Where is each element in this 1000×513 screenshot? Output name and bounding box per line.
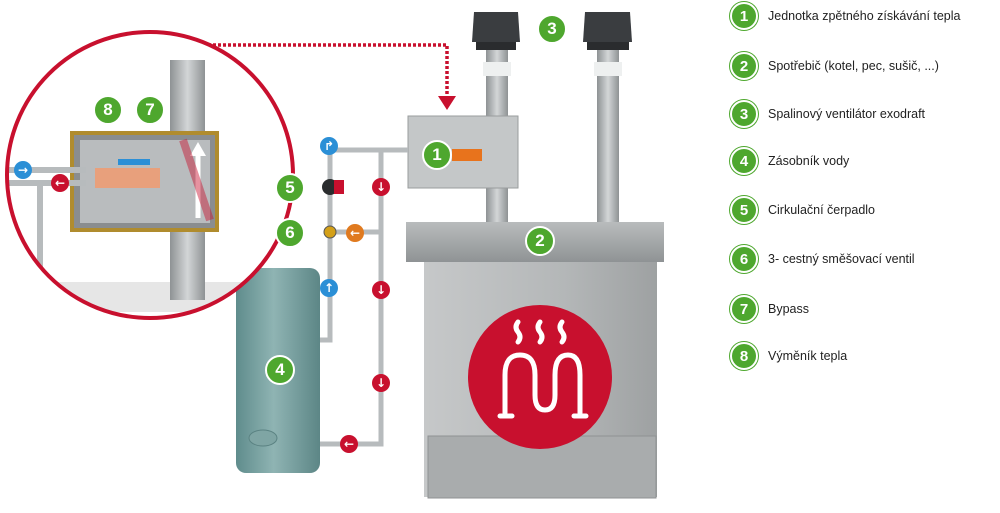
legend-item: 5 Cirkulační čerpadlo [730,195,875,225]
legend-item: 4 Zásobník vody [730,146,849,176]
exodraft-fan-right [583,12,632,42]
flow-arrow-glyph: ← [344,437,354,451]
legend-label: 3- cestný směšovací ventil [768,252,915,266]
unit-actuator [452,149,482,161]
flow-arrow-icon [372,178,390,196]
flow-arrow-glyph: ↓ [376,180,386,194]
legend-item: 2 Spotřebič (kotel, pec, sušič, ...) [730,51,939,81]
legend-number: 4 [730,147,758,175]
legend-number: 5 [730,196,758,224]
radiator-heating-icon [497,319,589,419]
legend-number: 3 [730,100,758,128]
legend-item: 7 Bypass [730,294,809,324]
legend: 1 Jednotka zpětného získávání tepla 2 Sp… [730,0,1000,380]
flow-arrow-glyph: → [18,163,28,177]
flow-arrow-icon [372,281,390,299]
badge-appliance: 2 [525,226,555,256]
legend-number: 6 [730,245,758,273]
pump-motor [334,180,344,194]
tank-port [248,429,278,447]
legend-item: 1 Jednotka zpětného získávání tepla [730,1,961,31]
flow-arrow-glyph: ↓ [376,376,386,390]
flow-arrow-icon [372,374,390,392]
mixing-valve [323,225,337,239]
legend-label: Spotřebič (kotel, pec, sušič, ...) [768,59,939,73]
flue-pipe-right [597,40,619,222]
exodraft-fan-left [472,12,520,42]
badge-bypass: 7 [135,95,165,125]
badge-exodraft-fan: 3 [537,14,567,44]
badge-mixing-valve: 6 [275,218,305,248]
heat-exchanger-detail: → ← [5,30,295,320]
legend-item: 3 Spalinový ventilátor exodraft [730,99,925,129]
flue-collar-right [594,62,622,76]
flue-collar-left [483,62,511,76]
legend-number: 8 [730,342,758,370]
fan-base-right [587,42,629,50]
flow-arrow-icon [346,224,364,242]
flow-arrow-glyph: ← [55,176,65,190]
flow-arrow-glyph: ↓ [376,283,386,297]
badge-heat-recovery-unit: 1 [422,140,452,170]
legend-label: Bypass [768,302,809,316]
signal-arrowhead [438,96,456,110]
flow-arrow-icon [320,137,338,155]
legend-item: 6 3- cestný směšovací ventil [730,244,915,274]
badge-heat-exchanger: 8 [93,95,123,125]
legend-label: Cirkulační čerpadlo [768,203,875,217]
legend-label: Výměník tepla [768,349,848,363]
flow-arrow-glyph: ↑ [324,281,334,295]
legend-label: Jednotka zpětného získávání tepla [768,9,961,23]
flow-arrow-glyph: ↱ [324,139,334,153]
fan-base-left [476,42,516,50]
flow-arrow-icon [14,161,32,179]
legend-item: 8 Výměník tepla [730,341,847,371]
flow-arrow-icon [51,174,69,192]
legend-number: 7 [730,295,758,323]
legend-label: Spalinový ventilátor exodraft [768,107,926,121]
flow-arrow-icon [320,279,338,297]
legend-number: 1 [730,2,758,30]
badge-circulation-pump: 5 [275,173,305,203]
exchanger-core [95,168,160,188]
legend-label: Zásobník vody [768,154,850,168]
flow-arrow-glyph: ← [350,226,360,240]
flow-arrows: ↱ ↓ ← ↑ ↓ ↓ ← [320,137,390,453]
flow-arrow-icon [340,435,358,453]
badge-water-tank: 4 [265,355,295,385]
legend-number: 2 [730,52,758,80]
